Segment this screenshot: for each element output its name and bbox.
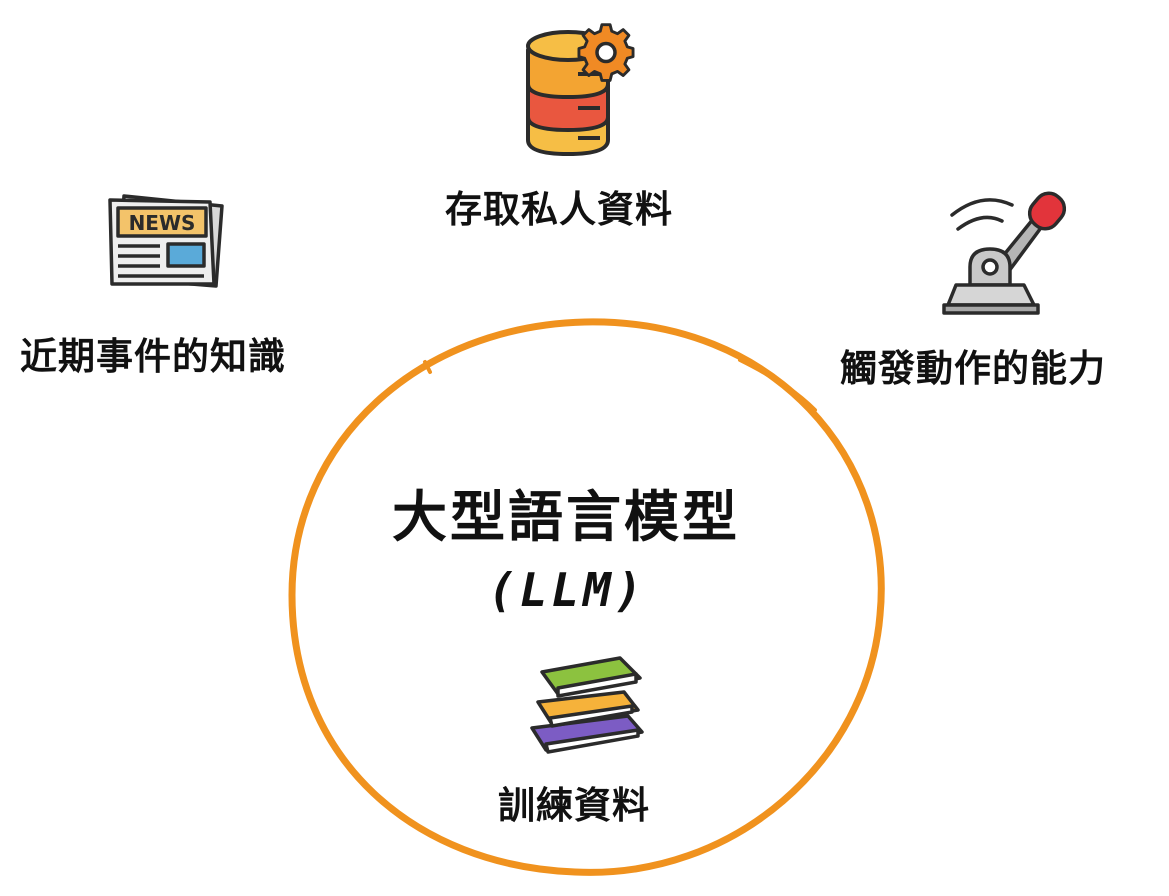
training-data-label: 訓練資料 [498, 784, 650, 827]
newspaper-icon: NEWS [108, 194, 224, 288]
private-data-label: 存取私人資料 [445, 188, 673, 231]
books-stack-icon [530, 656, 644, 754]
database-gear-icon [526, 23, 635, 156]
llm-subtitle: (LLM) [488, 563, 647, 617]
svg-text:NEWS: NEWS [129, 211, 196, 235]
recent-news-label: 近期事件的知識 [20, 335, 286, 378]
lever-switch-icon [942, 191, 1067, 315]
action-capability-label: 觸發動作的能力 [840, 347, 1106, 390]
llm-title: 大型語言模型 [392, 485, 741, 549]
